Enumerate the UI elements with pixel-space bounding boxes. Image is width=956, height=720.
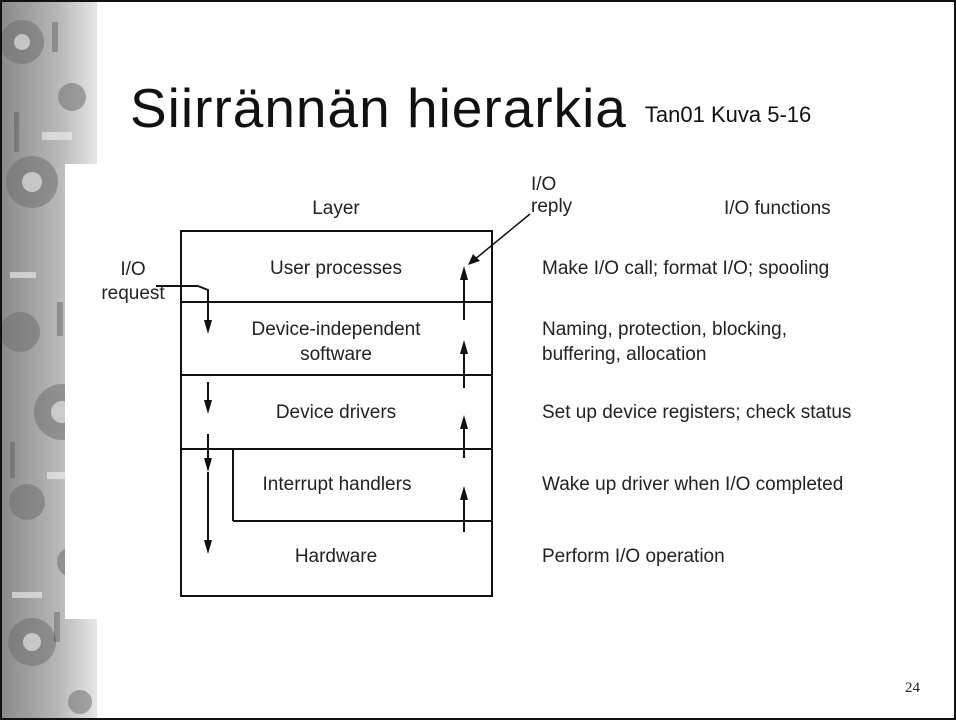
slide-subtitle: Tan01 Kuva 5-16: [644, 102, 812, 128]
layer-device-drivers-name: Device drivers: [276, 402, 396, 423]
layer-device-drivers-function: Set up device registers; check status: [542, 402, 851, 423]
request-pointer-bend: [197, 285, 209, 294]
layer-hardware-function: Perform I/O operation: [542, 546, 725, 567]
title-row: Siirrännän hierarkia Tan01 Kuva 5-16: [130, 76, 811, 140]
down-arrow-1-head: [204, 320, 212, 334]
layer-hardware-name: Hardware: [295, 546, 377, 567]
layer-stack-box: [180, 230, 493, 597]
slide-title: Siirrännän hierarkia: [130, 77, 627, 139]
layer-interrupt-handlers-name: Interrupt handlers: [263, 474, 412, 495]
up-arrow-2-head: [460, 415, 468, 429]
page-number: 24: [905, 680, 920, 696]
diagram-backdrop: [65, 164, 165, 619]
reply-pointer: [473, 213, 531, 261]
up-arrow-1-head: [460, 486, 468, 500]
up-arrow-4-head: [460, 266, 468, 280]
header-io-functions: I/O functions: [724, 198, 831, 219]
layer-device-independent-function: Naming, protection, blocking,buffering, …: [542, 319, 787, 365]
reply-pointer-head: [468, 254, 480, 265]
layer-interrupt-handlers-function: Wake up driver when I/O completed: [542, 474, 843, 495]
down-arrow-4-head: [204, 540, 212, 554]
down-arrow-2-head: [204, 400, 212, 414]
layer-user-processes-name: User processes: [270, 258, 402, 279]
down-arrow-3-head: [204, 458, 212, 472]
layer-user-processes-function: Make I/O call; format I/O; spooling: [542, 258, 829, 279]
up-arrow-3-head: [460, 340, 468, 354]
header-layer: Layer: [312, 198, 360, 219]
